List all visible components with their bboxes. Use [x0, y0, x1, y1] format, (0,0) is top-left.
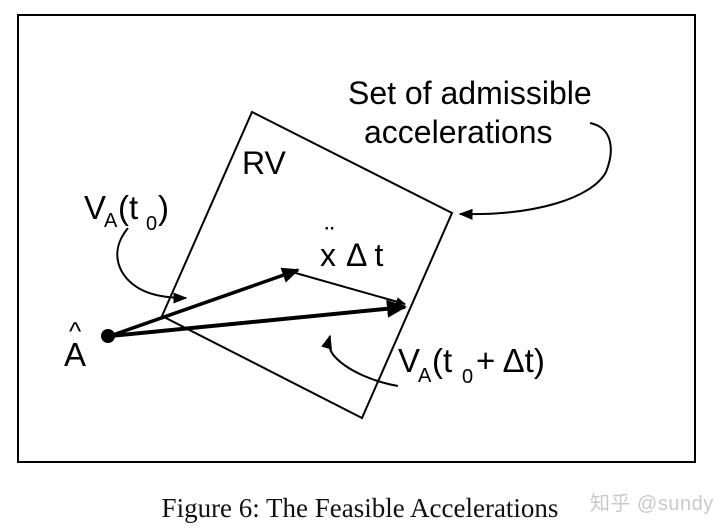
svg-text:¨: ¨ [325, 221, 334, 252]
svg-text:A: A [64, 336, 86, 373]
set-leader-curve [458, 122, 612, 220]
va-t0-leader-curve [116, 227, 188, 304]
xdd-dt-label: ¨ x Δ t [320, 221, 384, 273]
va-t0-vector [109, 267, 300, 338]
svg-text:(t: (t [432, 342, 452, 379]
svg-text:(t: (t [118, 189, 138, 226]
svg-text:x: x [320, 237, 336, 273]
figure-caption: Figure 6: The Feasible Accelerations [161, 493, 559, 523]
rv-label: RV [242, 145, 287, 181]
svg-text:V: V [84, 189, 106, 226]
svg-text:^: ^ [69, 316, 82, 346]
watermark: 知乎 @sundy [590, 493, 714, 515]
xdd-dt-vector [291, 271, 406, 306]
va-t0-dt-leader-curve [321, 334, 399, 387]
svg-text:V: V [398, 342, 420, 379]
set-label-line2: accelerations [364, 114, 553, 150]
figure-frame [17, 14, 696, 463]
feasible-accelerations-diagram: Set of admissible accelerations RV V A (… [17, 14, 696, 463]
a-hat-label: ^ A [64, 316, 86, 373]
svg-text:0: 0 [462, 366, 473, 388]
svg-text:0: 0 [146, 213, 157, 235]
va-t0-dt-label: V A (t 0 + Δt) [398, 342, 545, 388]
svg-text:): ) [158, 189, 169, 226]
point-a-dot [101, 329, 115, 343]
va-t0-dt-vector [109, 299, 407, 338]
svg-text:A: A [418, 365, 432, 387]
svg-text:Δ t: Δ t [346, 237, 384, 273]
svg-text:A: A [104, 210, 118, 232]
set-label-line1: Set of admissible [348, 75, 592, 111]
rv-region [160, 110, 454, 420]
va-t0-label: V A (t 0 ) [84, 189, 169, 235]
svg-text:+ Δt): + Δt) [476, 342, 545, 379]
